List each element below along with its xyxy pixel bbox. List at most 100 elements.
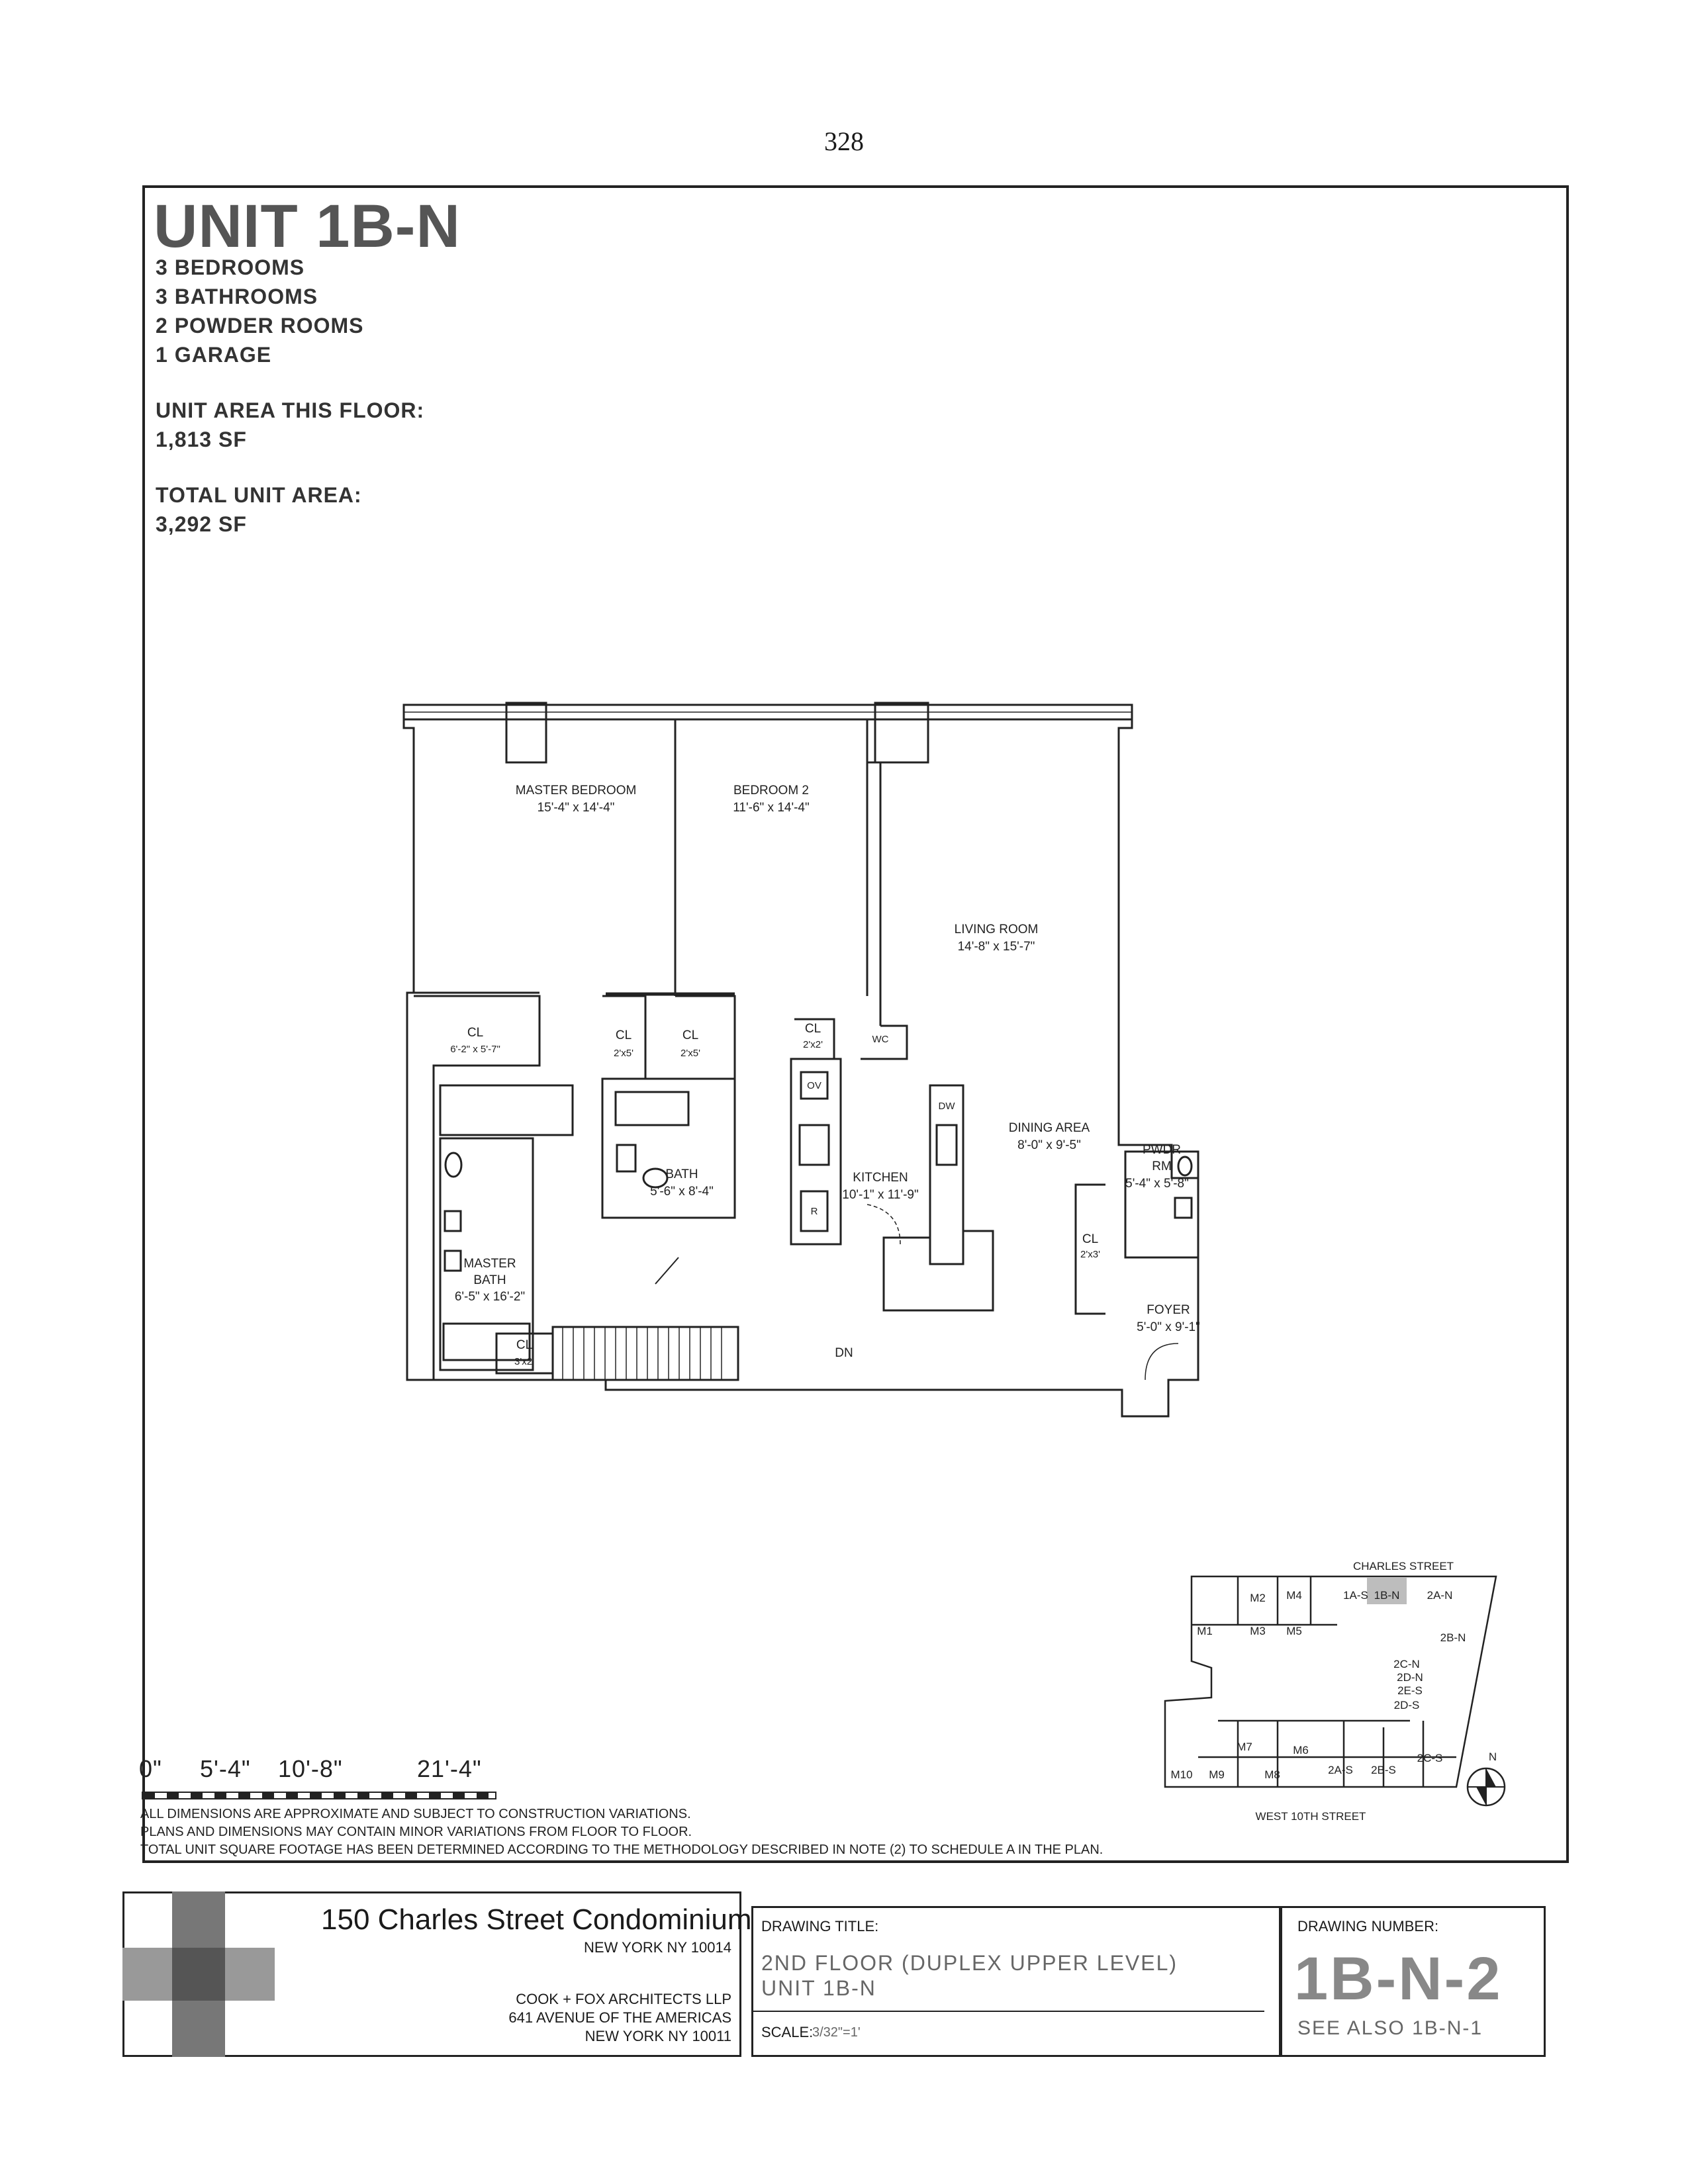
area-floor-label: UNIT AREA THIS FLOOR:: [156, 398, 425, 422]
dining-area-dim: 8'-0" x 9'-5": [1017, 1138, 1081, 1152]
kitchen-name: KITCHEN: [853, 1171, 908, 1185]
floor-plan: MASTER BEDROOM 15'-4" x 14'-4" BEDROOM 2…: [377, 688, 1251, 1449]
key-unit-m1: M1: [1197, 1625, 1213, 1637]
stair: [551, 1326, 739, 1381]
title-block-drawing-title: [751, 1906, 1281, 2057]
spec-bathrooms: 3 BATHROOMS: [156, 285, 318, 308]
spec-garage: 1 GARAGE: [156, 343, 272, 367]
scale-label: SCALE:: [761, 2024, 814, 2040]
page-number: 328: [824, 126, 864, 156]
drawing-title-line1: 2ND FLOOR (DUPLEX UPPER LEVEL): [761, 1951, 1178, 1975]
key-unit-2c-n: 2C-N: [1393, 1658, 1420, 1670]
key-unit-1a-s: 1A-S: [1343, 1589, 1368, 1602]
closet-foyer-name: CL: [1082, 1232, 1098, 1246]
notes: ALL DIMENSIONS ARE APPROXIMATE AND SUBJE…: [140, 1805, 1103, 1859]
pwdr-rm-dim: 5'-4" x 5'-8": [1125, 1177, 1189, 1191]
closet-kitchen-name: CL: [805, 1022, 821, 1036]
foyer-name: FOYER: [1147, 1303, 1190, 1317]
key-unit-2d-s: 2D-S: [1394, 1699, 1420, 1711]
north-label: N: [1489, 1751, 1497, 1763]
key-unit-2b-n: 2B-N: [1440, 1631, 1466, 1644]
wc-label: WC: [872, 1034, 889, 1045]
key-unit-2d-n: 2D-N: [1397, 1671, 1423, 1684]
key-unit-2c-s: 2C-S: [1417, 1752, 1443, 1764]
architect-logo: [122, 1891, 275, 2057]
key-unit-m3: M3: [1250, 1625, 1266, 1637]
drawing-number: 1B-N-2: [1294, 1945, 1503, 2013]
key-unit-2b-s: 2B-S: [1371, 1764, 1396, 1776]
scale-label-3: 21'-4": [417, 1755, 482, 1782]
closet-bath-b-name: CL: [682, 1028, 698, 1042]
kitchen-counter: [790, 1058, 842, 1246]
title-block: 150 Charles Street Condominium NEW YORK …: [122, 1891, 1552, 2057]
unit-title: UNIT 1B-N: [154, 193, 461, 260]
key-unit-m6: M6: [1293, 1744, 1309, 1756]
scale-bar: [142, 1792, 496, 1799]
master-bedroom-name: MASTER BEDROOM: [516, 784, 637, 797]
master-bedroom-dim: 15'-4" x 14'-4": [538, 801, 615, 815]
note-3: TOTAL UNIT SQUARE FOOTAGE HAS BEEN DETER…: [140, 1843, 1103, 1857]
north-arrow-icon: [1466, 1767, 1506, 1807]
key-plan-drawing: CHARLES STREET M2 M4 1A-S 1B-N 2A-N M1 M…: [1164, 1560, 1506, 1823]
drawing-title-line2: UNIT 1B-N: [761, 1976, 876, 2000]
project-name: 150 Charles Street Condominium: [321, 1903, 752, 1936]
drawing-frame: [142, 185, 1569, 1863]
dishwasher-label: DW: [939, 1101, 956, 1112]
spec-powder-rooms: 2 POWDER ROOMS: [156, 314, 364, 338]
key-plan-highlight: [1367, 1578, 1407, 1604]
kitchen-island: [929, 1084, 964, 1265]
key-unit-m9: M9: [1209, 1768, 1225, 1781]
powder-room-walls: [1124, 1150, 1199, 1259]
key-plan-street-top: CHARLES STREET: [1353, 1560, 1454, 1572]
closet-bath-b-dim: 2'x5': [680, 1048, 700, 1059]
key-plan: CHARLES STREET M2 M4 1A-S 1B-N 2A-N M1 M…: [1139, 1555, 1509, 1827]
title-block-drawing-number: [1281, 1906, 1546, 2057]
drawing-number-label: DRAWING NUMBER:: [1297, 1918, 1439, 1934]
master-bath-line1: MASTER: [463, 1257, 516, 1271]
pwdr-rm-line2: RM: [1152, 1160, 1172, 1173]
drawing-title-divider: [751, 2011, 1264, 2012]
stair-dn-label: DN: [835, 1346, 853, 1360]
drawing-title-label: DRAWING TITLE:: [761, 1918, 879, 1934]
bedroom-2-name: BEDROOM 2: [733, 784, 809, 797]
area-floor-value: 1,813 SF: [156, 428, 247, 451]
key-plan-street-bottom: WEST 10TH STREET: [1256, 1810, 1366, 1823]
bedroom-2-dim: 11'-6" x 14'-4": [733, 801, 809, 815]
closet-stair-dim: 3'x2': [514, 1356, 534, 1367]
bath-name: BATH: [665, 1167, 698, 1181]
scale-label-2: 10'-8": [278, 1755, 343, 1782]
column: [874, 702, 929, 764]
closet-kitchen-dim: 2'x2': [803, 1039, 823, 1050]
closet-bath-a-dim: 2'x5': [614, 1048, 633, 1059]
project-city: NEW YORK NY 10014: [584, 1939, 731, 1956]
area-total-label: TOTAL UNIT AREA:: [156, 483, 362, 507]
closet-master-dim: 6'-2" x 5'-7": [450, 1044, 500, 1055]
scale-value: 3/32"=1': [812, 2025, 861, 2040]
foyer-dim: 5'-0" x 9'-1": [1137, 1320, 1200, 1334]
master-tub: [442, 1322, 531, 1361]
floor-plan-drawing: MASTER BEDROOM 15'-4" x 14'-4" BEDROOM 2…: [402, 702, 1200, 1418]
closet-master-name: CL: [467, 1026, 483, 1040]
key-unit-2e-s: 2E-S: [1397, 1684, 1423, 1697]
closet-bath-a-name: CL: [616, 1028, 632, 1042]
key-unit-m7: M7: [1237, 1741, 1252, 1753]
note-1: ALL DIMENSIONS ARE APPROXIMATE AND SUBJE…: [140, 1807, 691, 1821]
closet-stair-name: CL: [516, 1338, 532, 1352]
key-unit-m10: M10: [1170, 1768, 1192, 1781]
bathtub: [614, 1091, 690, 1126]
spec-bedrooms: 3 BEDROOMS: [156, 255, 305, 279]
scale-label-1: 5'-4": [200, 1755, 251, 1782]
key-unit-2a-n: 2A-N: [1427, 1589, 1453, 1602]
kitchen-dim: 10'-1" x 11'-9": [842, 1188, 918, 1202]
bath-walls: [601, 1077, 736, 1219]
key-unit-m4: M4: [1286, 1589, 1302, 1602]
see-also: SEE ALSO 1B-N-1: [1297, 2017, 1483, 2039]
key-unit-1b-n: 1B-N: [1374, 1589, 1400, 1602]
note-2: PLANS AND DIMENSIONS MAY CONTAIN MINOR V…: [140, 1825, 692, 1839]
dining-area-name: DINING AREA: [1009, 1121, 1090, 1135]
key-unit-m2: M2: [1250, 1592, 1266, 1604]
column: [505, 702, 547, 764]
master-bath-dim: 6'-5" x 16'-2": [455, 1290, 525, 1304]
oven-label: OV: [807, 1080, 821, 1091]
architect-name: COOK + FOX ARCHITECTS LLP: [516, 1991, 731, 2007]
